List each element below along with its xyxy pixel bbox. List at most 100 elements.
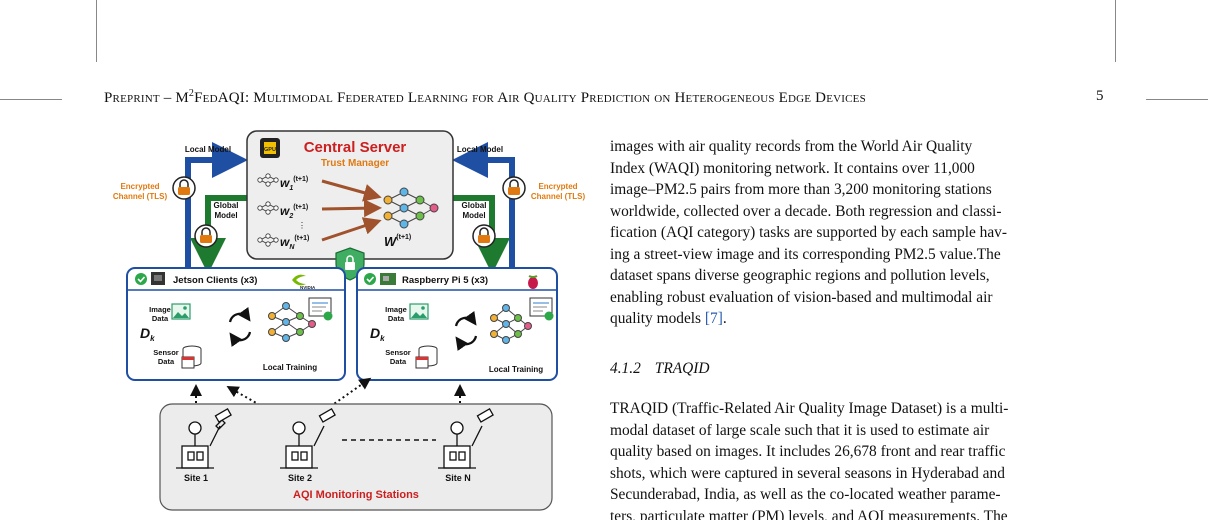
client-weights: w1(t+1) w2(t+1) ⋮ wN(t+1)	[257, 173, 309, 251]
global-model-label-left: Global	[214, 201, 239, 210]
citation-link[interactable]: [7]	[704, 310, 723, 327]
check-icon	[364, 273, 376, 285]
jetson-board-icon	[151, 272, 165, 285]
text-line: modal dataset of large scale such that i…	[610, 421, 990, 439]
network-icon	[257, 233, 279, 247]
server-title: Central Server	[304, 139, 407, 156]
text-line: Index (WAQI) monitoring network. It cont…	[610, 159, 975, 177]
jetson-client-box	[126, 267, 346, 381]
site-label: Site 1	[184, 473, 208, 483]
image-icon	[409, 303, 429, 320]
global-model-label-right-2: Model	[462, 211, 485, 220]
raspberry-logo	[528, 275, 538, 289]
text-line: shots, which were captured in several se…	[610, 464, 1005, 482]
station-icon	[438, 408, 494, 469]
lock-icon	[502, 176, 526, 200]
text-line: ters, particulate matter (PM) levels, an…	[610, 507, 1008, 520]
database-icon	[415, 345, 438, 369]
image-icon	[171, 303, 191, 320]
network-icon	[257, 173, 279, 187]
text-line: TRAQID (Traffic-Related Air Quality Imag…	[610, 400, 1009, 417]
running-head: Preprint – M2FedAQI: Multimodal Federate…	[104, 88, 1108, 107]
encrypted-label-left-2: Channel (TLS)	[113, 192, 168, 201]
crop-mark	[0, 99, 62, 100]
raspberry-board-icon	[380, 273, 396, 285]
local-model-network-icon	[268, 302, 316, 342]
lock-icon	[194, 224, 218, 248]
global-model-label-right: Global	[462, 201, 487, 210]
global-model-network-icon	[383, 187, 439, 229]
encrypted-label-left: Encrypted	[120, 182, 159, 191]
local-training-label: Local Training	[263, 363, 317, 372]
monitoring-stations-panel	[159, 403, 553, 511]
text-line: quality based on images. It includes 26,…	[610, 443, 1006, 460]
site-label: Site 2	[288, 473, 312, 483]
certificate-icon	[308, 297, 333, 321]
station-data-flows	[190, 377, 466, 421]
dataset-symbol: Dk	[370, 325, 385, 343]
global-model-link-right	[452, 195, 510, 274]
local-model-link-left	[185, 142, 248, 268]
raspberry-client-box	[356, 267, 558, 381]
image-data-label-2: Data	[152, 314, 169, 323]
subsection-title: TRAQID	[654, 360, 710, 377]
local-model-label-left: Local Model	[185, 145, 231, 154]
shield-icon	[335, 247, 365, 281]
check-icon	[135, 273, 147, 285]
gpu-icon: GPU	[260, 138, 280, 158]
database-icon	[181, 345, 202, 369]
image-data-label: Image	[385, 305, 407, 314]
stations-title: AQI Monitoring Stations	[293, 489, 419, 501]
server-subtitle: Trust Manager	[321, 158, 389, 169]
gpu-label: GPU	[264, 147, 276, 153]
station-icon	[176, 408, 232, 469]
nvidia-logo: NVIDIA	[292, 274, 316, 290]
global-model-label-left-2: Model	[214, 211, 237, 220]
running-head-superscript: 2	[188, 88, 195, 99]
jetson-client-title: Jetson Clients (x3)	[173, 275, 257, 286]
crop-mark	[1146, 99, 1208, 100]
encrypted-label-right-2: Channel (TLS)	[531, 192, 586, 201]
weight-2: w2(t+1)	[280, 204, 308, 220]
dataset-symbol: Dk	[140, 325, 155, 343]
text-line: dataset spans diverse geographic regions…	[610, 267, 990, 284]
sensor-data-label-2: Data	[390, 357, 407, 366]
aggregation-arrows	[321, 179, 382, 242]
sync-icon	[454, 311, 478, 351]
page-number: 5	[1096, 88, 1104, 104]
certificate-icon	[529, 297, 554, 321]
sensor-data-label: Sensor	[385, 348, 411, 357]
crop-mark	[1115, 0, 1116, 62]
weight-ellipsis: ⋮	[298, 221, 306, 230]
central-server-box	[246, 130, 454, 260]
encrypted-label-right: Encrypted	[538, 182, 577, 191]
text-line: enabling robust evaluation of vision-bas…	[610, 288, 993, 306]
body-paragraph-waqi: images with air quality records from the…	[610, 136, 1106, 330]
text-line: worldwide, collected over a decade. Both…	[610, 202, 1002, 220]
text-line: images with air quality records from the…	[610, 138, 973, 155]
site-label: Site N	[445, 473, 471, 483]
sensor-data-label: Sensor	[153, 348, 179, 357]
image-data-label: Image	[149, 305, 171, 314]
image-data-label-2: Data	[388, 314, 405, 323]
crop-mark	[96, 0, 97, 62]
local-model-network-icon	[490, 304, 532, 344]
running-head-title: FedAQI: Multimodal Federated Learning fo…	[194, 90, 866, 106]
local-training-label: Local Training	[489, 365, 543, 374]
station-icon	[280, 408, 336, 469]
text-line: image–PM2.5 pairs from more than 3,200 m…	[610, 181, 992, 198]
lock-icon	[472, 224, 496, 248]
text-line: ing a street-view image and its correspo…	[610, 245, 1001, 263]
text-line: Secunderabad, India, as well as the co-l…	[610, 486, 1001, 503]
weight-1: w1(t+1)	[280, 176, 308, 192]
global-weight: W(t+1)	[384, 234, 411, 249]
body-paragraph-traqid: TRAQID (Traffic-Related Air Quality Imag…	[610, 398, 1106, 520]
sync-icon	[228, 307, 252, 347]
local-model-label-right: Local Model	[457, 145, 503, 154]
running-head-prefix: Preprint – M	[104, 90, 189, 106]
text-line: fication (AQI category) tasks are suppor…	[610, 224, 1008, 241]
global-model-link-left	[190, 195, 248, 274]
text-line: quality models [7].	[610, 310, 727, 327]
local-model-link-right	[452, 142, 515, 268]
